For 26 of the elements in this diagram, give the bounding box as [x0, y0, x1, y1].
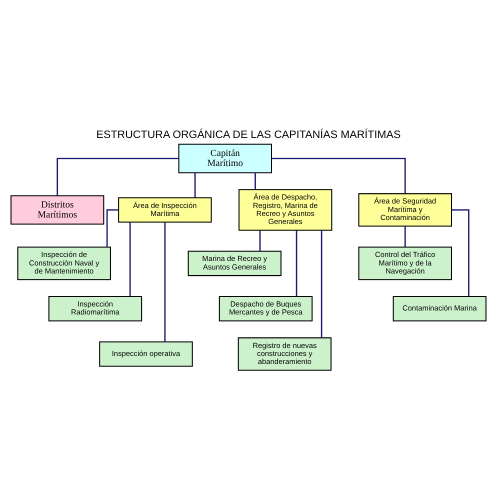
connector	[129, 222, 131, 296]
node-box: Área de Inspección Marítima	[118, 196, 212, 222]
connector	[259, 230, 261, 251]
connector	[272, 157, 406, 194]
node-box: Control del Tráfico Marítimo y de la Navegación	[358, 246, 452, 280]
node-box: Contaminación Marina	[392, 296, 486, 321]
connector	[254, 172, 256, 190]
node-box: Inspección Radiomarítima	[48, 296, 142, 321]
connector	[452, 208, 470, 296]
connector	[320, 230, 322, 338]
node-box: Distritos Marítimos	[10, 194, 104, 224]
connector	[194, 172, 196, 198]
node-box: Área de Seguridad Marítima y Contaminación	[358, 192, 452, 226]
node-box: Inspección operativa	[99, 340, 193, 366]
node-box: Registro de nuevas construcciones y abanderamiento	[238, 336, 332, 370]
node-box: Capitán Marítimo	[178, 143, 272, 173]
diagram-title: ESTRUCTURA ORGÁNICA DE LAS CAPITANÍAS MARÍTIMAS	[96, 128, 401, 141]
connector	[164, 222, 166, 342]
connector	[106, 208, 119, 247]
connector	[404, 226, 406, 246]
connector	[56, 157, 179, 196]
connector	[296, 230, 298, 296]
node-box: Marina de Recreo y Asuntos Generales	[188, 250, 282, 276]
node-box: Inspección de Construcción Naval y de Mantenimiento	[17, 246, 111, 280]
node-box: Área de Despacho, Registro, Marina de Recreo y Asuntos Generales	[238, 188, 332, 230]
node-box: Despacho de Buques Mercantes y de Pesca	[218, 296, 313, 321]
